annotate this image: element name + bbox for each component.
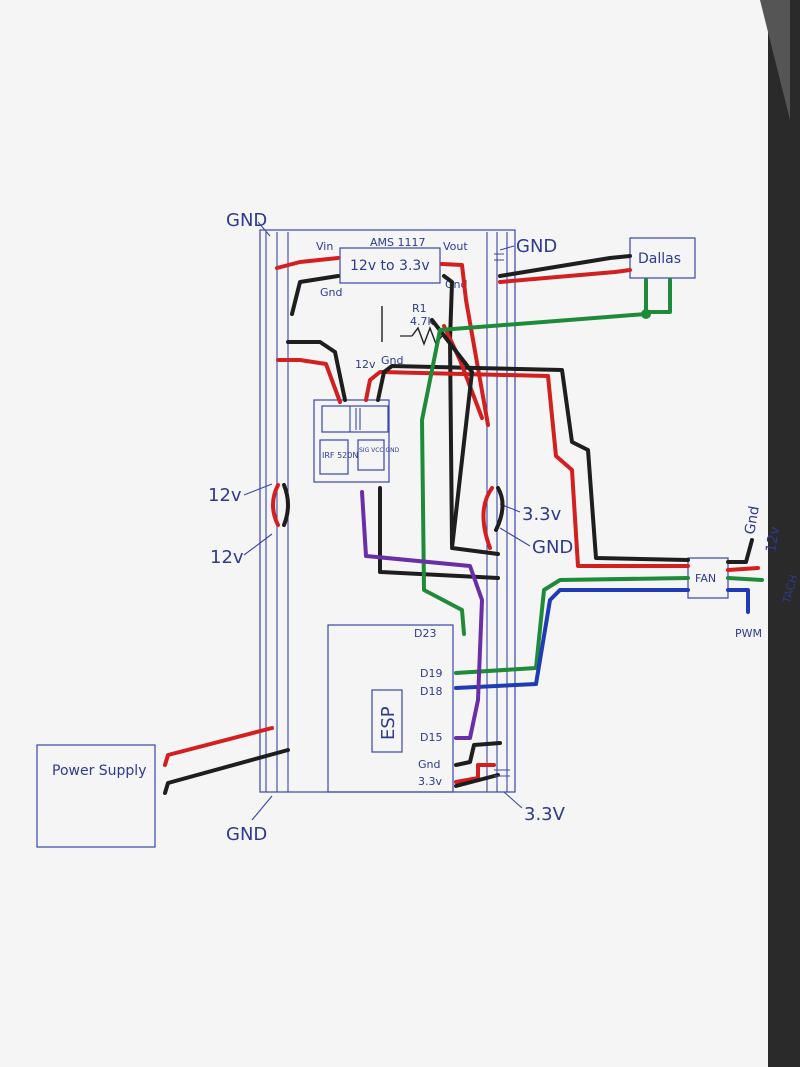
ams-box	[339, 247, 441, 284]
wire-gnd-rail-jumper	[494, 486, 505, 532]
power-supply-label: Power Supply	[52, 763, 147, 779]
esp-gnd: Gnd	[418, 758, 440, 771]
wire-esp-gnd-bottom	[454, 741, 502, 767]
wire-mosfet-gnd	[286, 340, 347, 402]
esp-chip	[371, 689, 403, 753]
gnd-bottom-leader	[251, 795, 273, 821]
mosfet-text: IRF 520N	[322, 451, 358, 460]
power-supply: Power Supply	[36, 744, 156, 848]
wire-dallas-green	[644, 278, 672, 314]
esp-33v: 3.3v	[418, 775, 442, 788]
wire-fan-green	[454, 576, 690, 675]
mosfet-chip	[319, 439, 349, 475]
mosfet-12v: 12v	[355, 358, 376, 371]
wire-mosfet-12v	[276, 358, 342, 404]
rail-12v-b: 12v	[210, 547, 244, 568]
wire-esp-33v-black	[454, 773, 500, 788]
wire-red-cross	[442, 324, 484, 420]
ams-vin: Vin	[316, 240, 333, 253]
wire-gnd-jumper	[282, 483, 290, 527]
rail-gnd-mid: GND	[532, 537, 573, 558]
wire-black-cross	[430, 318, 500, 556]
dallas-label: Dallas	[638, 251, 681, 267]
rail-12v-a-leader	[243, 483, 273, 496]
wire-fan-out-pwm	[726, 588, 750, 614]
ams-vout: Vout	[443, 240, 468, 253]
fan: FAN Gnd 12v TACH PWM	[687, 505, 800, 640]
wire-ams-vin	[275, 256, 340, 270]
wire-dallas-black	[498, 254, 632, 278]
fan-12v: 12v	[763, 525, 783, 553]
rail-ticks	[494, 253, 510, 777]
wire-ams-vout	[440, 262, 490, 427]
wire-psu-red	[163, 726, 274, 767]
wire-fan-blue	[454, 588, 690, 690]
mosfet-pins-box	[357, 439, 385, 471]
mosfet-terminal	[321, 405, 389, 433]
wire-12v-jumper	[271, 483, 280, 527]
gnd-top-right: GND	[516, 236, 557, 257]
paper-corner-shadow	[760, 0, 790, 120]
esp-outline	[327, 624, 454, 793]
gnd-top-right-leader	[499, 245, 515, 251]
wire-esp-gnd	[378, 486, 500, 580]
mosfet-box	[313, 399, 390, 483]
wire-33v-jumper	[481, 486, 494, 550]
power-supply-box	[36, 744, 156, 848]
desk-edge	[768, 0, 800, 1067]
esp-board: ESP D23 D19 D18 D15 Gnd 3.3v	[327, 624, 454, 793]
wire-psu-black	[163, 748, 290, 795]
mosfet-module: IRF 520N SIG VCC GND 12v Gnd	[313, 354, 403, 483]
fan-label: FAN	[695, 572, 716, 585]
rail-12v-b-leader	[243, 533, 273, 556]
ams-desc: 12v to 3.3v	[350, 258, 430, 274]
gnd-top-left-leader	[257, 221, 271, 237]
wire-fan-out-12v	[726, 566, 760, 572]
wire-ams-gnd-right	[442, 274, 454, 547]
wire-ams-gnd	[290, 274, 340, 316]
wires	[163, 254, 764, 795]
fan-pwm: PWM	[735, 627, 762, 640]
fan-gnd: Gnd	[742, 505, 763, 536]
wire-mosfet-red-top	[364, 370, 690, 568]
wire-fan-out-tach	[726, 576, 764, 582]
wire-mosfet-black-top	[376, 364, 690, 562]
wire-fan-out-gnd	[726, 538, 754, 564]
gnd-top-left: GND	[226, 210, 267, 231]
wire-purple	[360, 490, 484, 740]
ams-gnd-left: Gnd	[320, 286, 342, 299]
rail-12v-a: 12v	[208, 485, 242, 506]
bottom-33v: 3.3V	[524, 804, 566, 825]
mosfet-pins: SIG VCC GND	[359, 447, 400, 454]
esp-d23: D23	[414, 627, 436, 640]
r1-label: R1	[412, 302, 427, 315]
rail-33v-label: 3.3v	[522, 504, 562, 525]
wire-dallas-red	[498, 268, 632, 284]
gnd-bottom: GND	[226, 824, 267, 845]
rail-gnd-mid-leader	[499, 527, 531, 547]
wire-dallas-data	[420, 312, 648, 636]
bottom-33v-leader	[503, 791, 523, 809]
esp-d15: D15	[420, 731, 442, 744]
esp-d19: D19	[420, 667, 442, 680]
mosfet-gnd: Gnd	[381, 354, 403, 367]
r1-value: 4.7k	[410, 315, 434, 328]
esp-label: ESP	[378, 706, 399, 740]
ams-name: AMS 1117	[370, 236, 426, 249]
wire-esp-33v	[454, 763, 496, 784]
esp-d18: D18	[420, 685, 442, 698]
dallas-junction	[641, 309, 651, 319]
